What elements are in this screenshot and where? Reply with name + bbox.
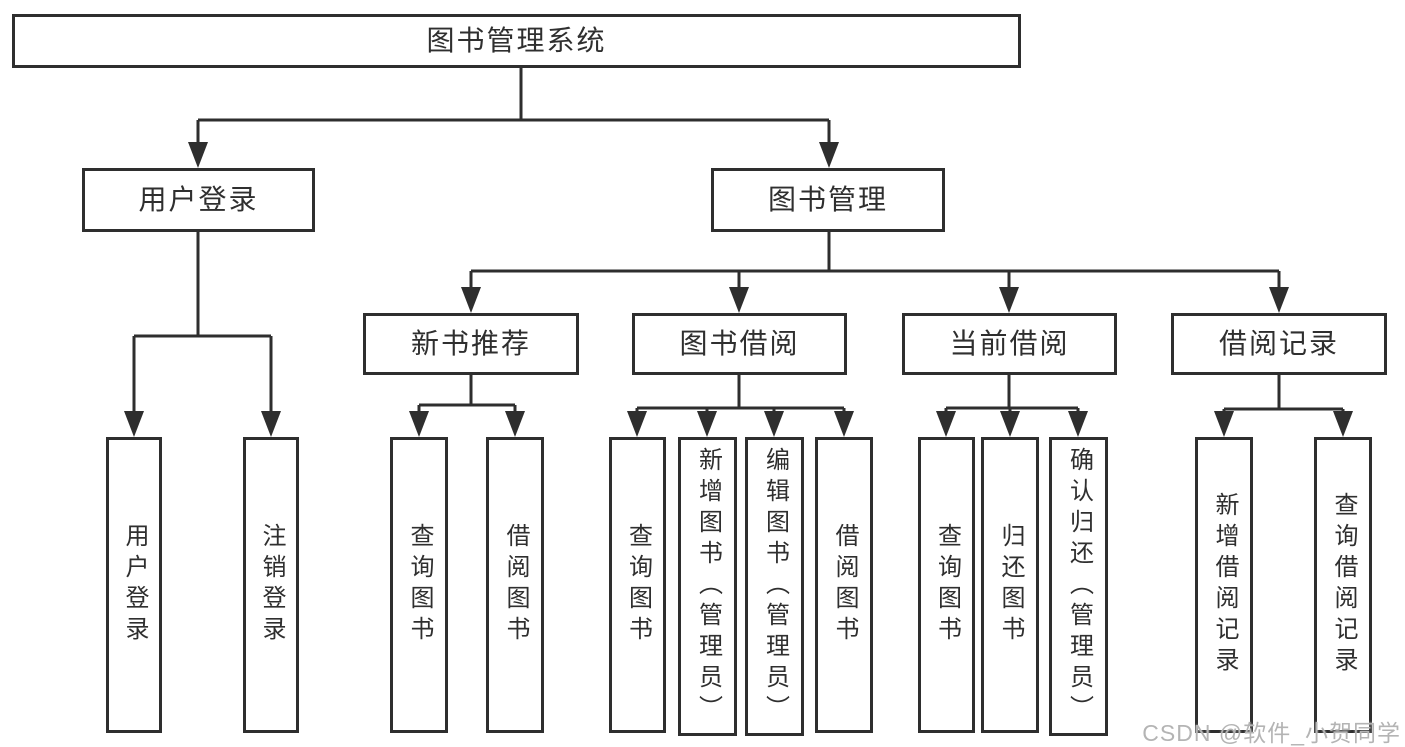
arrowhead-icon bbox=[505, 411, 525, 437]
arrowhead-icon bbox=[1000, 411, 1020, 437]
node-current-borrowing: 当前借阅 bbox=[902, 313, 1117, 375]
arrowhead-icon bbox=[834, 411, 854, 437]
leaf-add-borrow-record: 新增借阅记录 bbox=[1195, 437, 1253, 733]
leaf-user-login: 用户登录 bbox=[106, 437, 162, 733]
node-book-management: 图书管理 bbox=[711, 168, 945, 232]
arrowhead-icon bbox=[188, 142, 208, 168]
node-user-login: 用户登录 bbox=[82, 168, 315, 232]
connector-newbook-to-leaves bbox=[417, 375, 517, 413]
arrowhead-icon bbox=[461, 287, 481, 313]
arrowhead-icon bbox=[764, 411, 784, 437]
node-library-management-system: 图书管理系统 bbox=[12, 14, 1021, 68]
arrowhead-icon bbox=[697, 411, 717, 437]
leaf-query-books-newbook: 查询图书 bbox=[390, 437, 448, 733]
leaf-confirm-return-admin: 确认归还（管理员） bbox=[1049, 437, 1108, 736]
node-book-borrowing: 图书借阅 bbox=[632, 313, 847, 375]
leaf-add-books-admin: 新增图书（管理员） bbox=[678, 437, 737, 736]
arrowhead-icon bbox=[1214, 411, 1234, 437]
arrowhead-icon bbox=[1269, 287, 1289, 313]
arrowhead-icon bbox=[261, 411, 281, 437]
connector-current-to-leaves bbox=[944, 375, 1080, 413]
connector-borrow-to-leaves bbox=[635, 375, 846, 413]
node-new-book-recommend: 新书推荐 bbox=[363, 313, 579, 375]
arrowheads bbox=[124, 142, 1353, 437]
connector-root-to-level2 bbox=[196, 68, 831, 144]
arrowhead-icon bbox=[627, 411, 647, 437]
node-borrowing-records: 借阅记录 bbox=[1171, 313, 1387, 375]
leaf-return-books: 归还图书 bbox=[981, 437, 1039, 733]
leaf-edit-books-admin: 编辑图书（管理员） bbox=[745, 437, 804, 736]
leaf-logout: 注销登录 bbox=[243, 437, 299, 733]
arrowhead-icon bbox=[729, 287, 749, 313]
leaf-query-books-current: 查询图书 bbox=[918, 437, 975, 733]
connector-records-to-leaves bbox=[1222, 375, 1345, 413]
leaf-query-borrow-record: 查询借阅记录 bbox=[1314, 437, 1372, 733]
arrowhead-icon bbox=[819, 142, 839, 168]
arrowhead-icon bbox=[936, 411, 956, 437]
connector-user-login-to-leaves bbox=[132, 232, 273, 413]
arrowhead-icon bbox=[124, 411, 144, 437]
connector-book-management-to-level3 bbox=[469, 232, 1281, 289]
arrowhead-icon bbox=[409, 411, 429, 437]
leaf-borrow-books-newbook: 借阅图书 bbox=[486, 437, 544, 733]
arrowhead-icon bbox=[1333, 411, 1353, 437]
csdn-watermark: CSDN @软件_小贺同学 bbox=[1142, 720, 1401, 746]
arrowhead-icon bbox=[1068, 411, 1088, 437]
leaf-query-books-borrow: 查询图书 bbox=[609, 437, 666, 733]
leaf-borrow-books: 借阅图书 bbox=[815, 437, 873, 733]
arrowhead-icon bbox=[999, 287, 1019, 313]
